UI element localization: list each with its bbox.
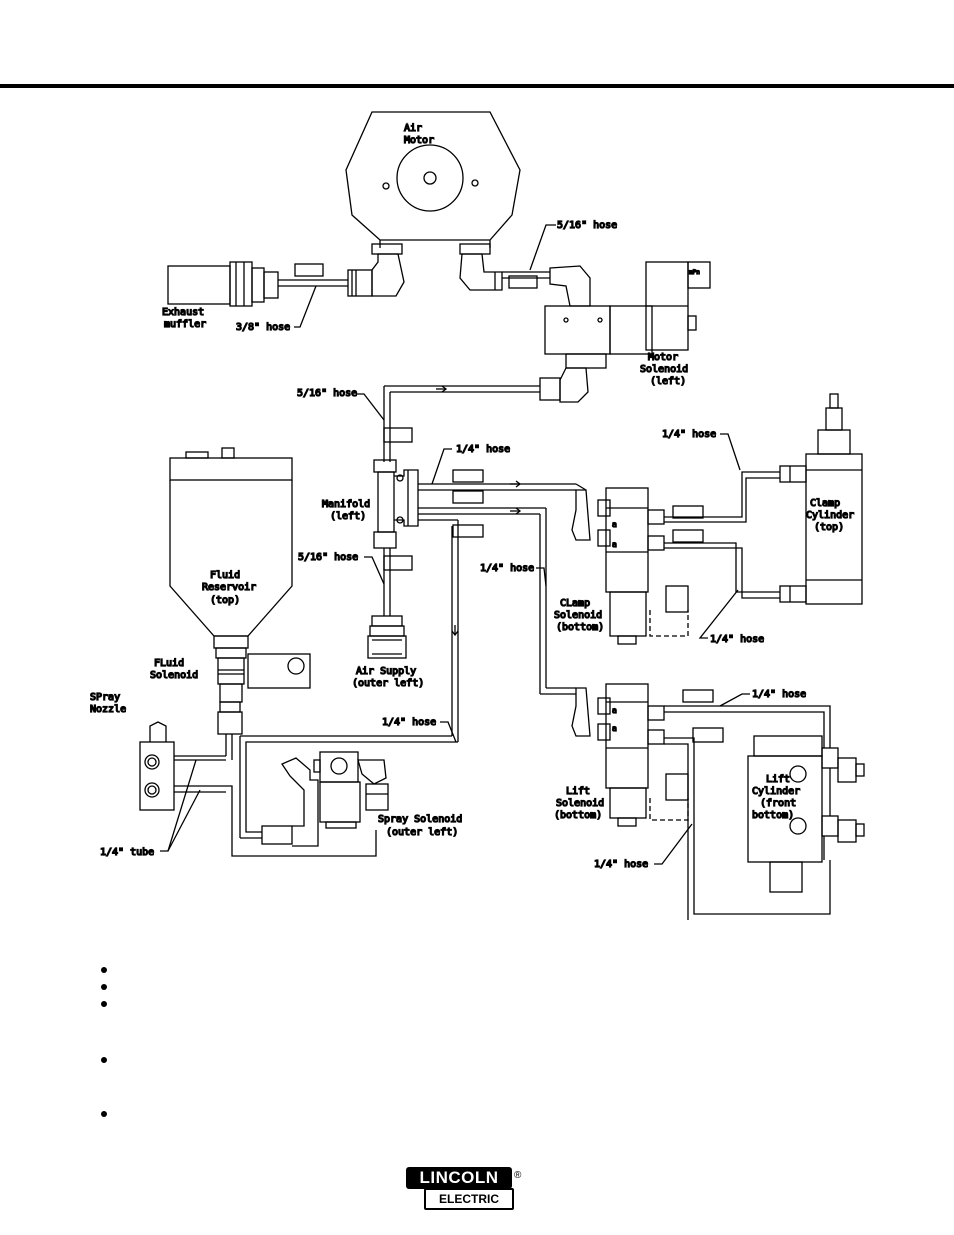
lift-solenoid-label-1: Lift <box>566 786 590 797</box>
spray-nozzle-label-1: SPray <box>90 692 120 703</box>
manifold <box>373 459 419 549</box>
manifold-label-2: (left) <box>330 511 366 522</box>
lift-cylinder-label-3: (front <box>760 798 796 809</box>
lift-cylinder <box>747 735 865 893</box>
list-item <box>100 1110 108 1118</box>
motor-solenoid-label-1: Motor <box>648 352 678 363</box>
clamp-cylinder-label-3: (top) <box>814 522 844 533</box>
spray-nozzle-label-2: Nozzle <box>90 704 126 715</box>
hose-5-16-top-label: 5/16" hose <box>557 220 617 231</box>
tube-1-4-label: 1/4" tube <box>100 847 154 858</box>
lift-cylinder-label-2: Cylinder <box>752 786 800 797</box>
motor-solenoid-label-3: (left) <box>650 376 686 387</box>
lift-port-a: a <box>612 706 617 715</box>
fluid-reservoir <box>169 447 311 735</box>
fluid-solenoid-label-2: Solenoid <box>150 670 198 681</box>
motor-solenoid <box>544 261 711 369</box>
lift-solenoid-label-3: (bottom) <box>554 810 602 821</box>
hose-1-4-lift-top-label: 1/4" hose <box>752 689 806 700</box>
air-motor-label-1: Air <box>404 123 422 134</box>
motor-badge: mPn <box>689 269 700 276</box>
hose-5-16-mid-label: 5/16" hose <box>297 388 357 399</box>
clamp-port-b: a <box>612 540 617 549</box>
lift-port-b: a <box>612 724 617 733</box>
spray-solenoid-label-1: Spray Solenoid <box>378 814 462 825</box>
hose-1-4-clamp-top-label: 1/4" hose <box>662 429 716 440</box>
lift-solenoid-label-2: Solenoid <box>556 798 604 809</box>
air-supply <box>367 615 407 659</box>
fluid-reservoir-label-3: (top) <box>210 595 240 606</box>
lift-solenoid <box>571 683 689 827</box>
list-item <box>100 966 108 974</box>
clamp-cylinder <box>779 393 863 605</box>
clamp-solenoid <box>571 487 689 645</box>
spray-solenoid-label-2: (outer left) <box>386 827 458 838</box>
clamp-cylinder-label-1: Clamp <box>810 498 840 509</box>
air-motor <box>345 111 521 255</box>
hose-1-4-spray-label: 1/4" hose <box>382 717 436 728</box>
hose-1-4-manifold-label: 1/4" hose <box>456 444 510 455</box>
pneumatic-diagram: Air Motor Exhaust muffler 3/8" hose 5/16… <box>89 111 865 920</box>
hose-1-4-clamp-bot-label: 1/4" hose <box>710 634 764 645</box>
clamp-solenoid-label-1: CLamp <box>560 598 590 609</box>
air-motor-label-2: Motor <box>404 135 434 146</box>
hose-3-8-label: 3/8" hose <box>236 322 290 333</box>
spray-nozzle <box>139 721 377 857</box>
list-item <box>100 1000 108 1008</box>
elbow-fitting <box>347 253 405 297</box>
clamp-cylinder-label-2: Cylinder <box>806 510 854 521</box>
elbow-fitting <box>459 253 503 291</box>
manifold-label-1: Manifold <box>322 499 370 510</box>
list-item <box>100 1056 108 1064</box>
fluid-solenoid-label-1: FLuid <box>154 658 184 669</box>
clamp-solenoid-label-2: Solenoid <box>554 610 602 621</box>
logo-top: LINCOLN <box>406 1167 512 1189</box>
logo-bottom: ELECTRIC <box>424 1188 514 1210</box>
lift-cylinder-label-1: Lift <box>766 774 790 785</box>
air-supply-label-2: (outer left) <box>352 678 424 689</box>
motor-solenoid-label-2: Solenoid <box>640 364 688 375</box>
air-supply-label-1: Air Supply <box>356 666 416 677</box>
exhaust-muffler-label-1: Exhaust <box>162 307 204 318</box>
hose-1-4-clamp-sol-label: 1/4" hose <box>480 563 534 574</box>
registered-mark: ® <box>514 1170 522 1181</box>
lift-cylinder-label-4: bottom) <box>752 810 794 821</box>
spray-solenoid <box>261 751 389 847</box>
exhaust-muffler <box>167 261 348 307</box>
list-item <box>100 983 108 991</box>
clamp-solenoid-label-3: (bottom) <box>556 622 604 633</box>
hose-5-16-low-label: 5/16" hose <box>298 552 358 563</box>
lincoln-electric-logo: LINCOLN ELECTRIC ® <box>406 1167 524 1210</box>
fluid-reservoir-label-1: Fluid <box>210 570 240 581</box>
fluid-reservoir-label-2: Reservoir <box>202 582 256 593</box>
exhaust-muffler-label-2: muffler <box>164 319 206 330</box>
clamp-port-a: a <box>612 520 617 529</box>
header-rule <box>0 84 954 88</box>
hose-1-4-lift-bot-label: 1/4" hose <box>594 859 648 870</box>
